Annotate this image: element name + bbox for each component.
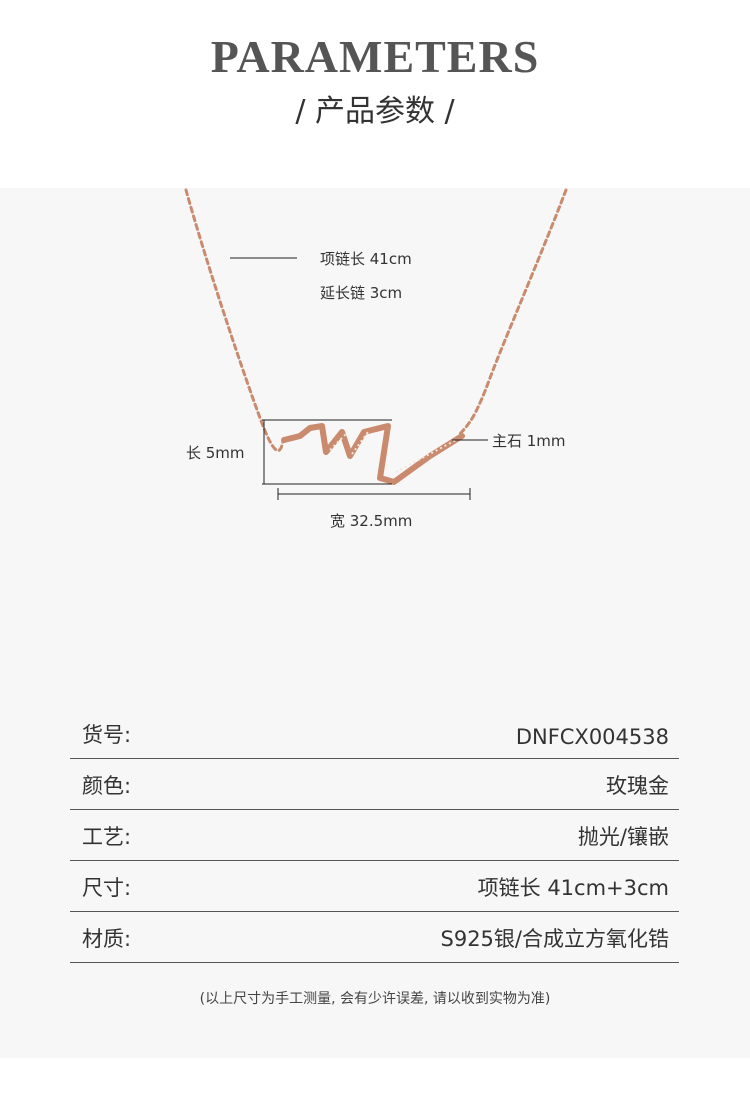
- page-subtitle: / 产品参数 /: [295, 94, 455, 129]
- measurement-note: (以上尺寸为手工测量, 会有少许误差, 请以收到实物为准): [199, 991, 551, 1007]
- header: PARAMETERS / 产品参数 /: [0, 0, 750, 188]
- page-title: PARAMETERS: [210, 31, 540, 82]
- param-row-color: 颜色: 玫瑰金: [70, 759, 679, 810]
- param-key: 材质:: [82, 927, 132, 951]
- width-label: 宽 32.5mm: [330, 512, 413, 530]
- param-value: 抛光/镶嵌: [577, 825, 669, 849]
- param-key: 颜色:: [82, 774, 132, 798]
- footer-spacer: [0, 1058, 750, 1095]
- param-row-size: 尺寸: 项链长 41cm+3cm: [70, 861, 679, 912]
- necklace-chain-left: [184, 188, 286, 452]
- param-value: 玫瑰金: [606, 774, 669, 798]
- param-value: 项链长 41cm+3cm: [477, 876, 669, 900]
- param-row-craft: 工艺: 抛光/镶嵌: [70, 810, 679, 861]
- param-row-material: 材质: S925银/合成立方氧化锆: [70, 912, 679, 963]
- height-label: 长 5mm: [186, 444, 245, 462]
- main-stone-label: 主石 1mm: [492, 432, 566, 450]
- pendant-stones: [329, 431, 457, 473]
- extension-chain-label: 延长链 3cm: [320, 284, 403, 302]
- pendant-wave: [281, 423, 465, 485]
- param-key: 工艺:: [82, 825, 132, 849]
- param-row-sku: 货号: DNFCX004538: [70, 708, 679, 759]
- necklace-length-label: 项链长 41cm: [320, 250, 412, 268]
- param-value: S925银/合成立方氧化锆: [440, 927, 670, 951]
- param-key: 货号:: [82, 723, 132, 747]
- necklace-illustration: [184, 188, 568, 500]
- product-panel: 项链长 41cm 延长链 3cm 长 5mm 主石 1mm 宽 32.5mm 货…: [0, 188, 750, 1058]
- param-value: DNFCX004538: [515, 725, 669, 749]
- parameters-table: 货号: DNFCX004538 颜色: 玫瑰金 工艺: 抛光/镶嵌 尺寸: 项链…: [70, 708, 679, 963]
- param-key: 尺寸:: [82, 876, 132, 900]
- necklace-chain-right: [456, 188, 568, 438]
